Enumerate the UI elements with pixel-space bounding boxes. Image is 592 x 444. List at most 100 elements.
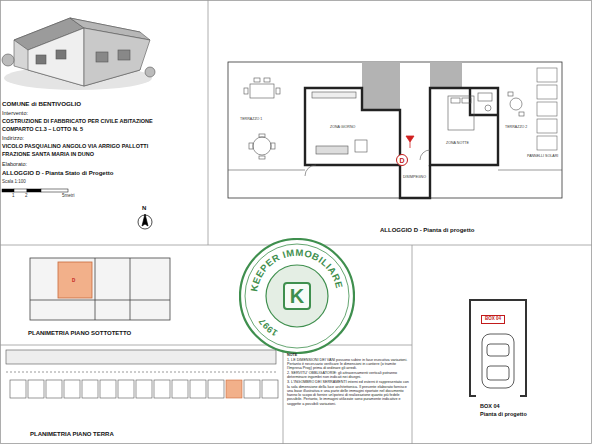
address-text: VICOLO PASQUALINO ANGOLO VIA ARRIGO PALL… xyxy=(2,143,148,149)
floor-plan-part-part xyxy=(537,68,557,82)
floor-plan-part xyxy=(430,62,462,88)
floor-plan-part-part xyxy=(271,143,275,149)
scale-bar xyxy=(2,189,68,192)
attic-plan-part xyxy=(30,258,170,320)
plan-heading: PLANIMETRIA PIANO TERRA xyxy=(30,431,114,438)
garage-plan-part xyxy=(487,344,509,356)
stamp-logo: K xyxy=(283,282,311,310)
project-text: COSTRUZIONE DI FABBRICATO PER CIVILE ABI… xyxy=(2,118,153,124)
ground-plan-part xyxy=(6,372,276,373)
scale-bar-part xyxy=(2,189,14,192)
plan-heading: Pianta di progetto xyxy=(480,411,527,417)
floor-plan-part-part xyxy=(448,96,474,130)
floor-plan-part-part xyxy=(249,143,253,149)
attic-plan-part xyxy=(130,258,131,320)
ground-plan-part-part xyxy=(226,380,242,398)
floor-plan-part-part xyxy=(259,156,265,159)
room-label: ZONA GIORNO xyxy=(330,126,355,130)
floor-plan-part-part xyxy=(264,78,270,82)
scale-text: Scala 1:100 xyxy=(2,180,26,185)
plan-heading: PLANIMETRIA PIANO SOTTOTETTO xyxy=(28,330,131,337)
scale-bar-part xyxy=(27,189,41,192)
floor-plan-part-part xyxy=(451,98,460,103)
ground-plan xyxy=(6,350,278,398)
floor-plan-part-part xyxy=(510,98,522,110)
stamp-ring xyxy=(245,244,349,348)
address-text: FRAZIONE SANTA MARIA IN DUNO xyxy=(2,151,94,157)
north-arrow-part xyxy=(138,215,152,229)
sheet-frame-part xyxy=(0,345,412,346)
room-label: DISIMPEGNO xyxy=(403,176,426,180)
field-label: Elaborato: xyxy=(2,161,27,167)
building-render xyxy=(2,18,155,90)
stamp-ring xyxy=(266,265,328,327)
floor-plan-part-part xyxy=(519,112,524,116)
floor-plan-part-part xyxy=(316,146,348,154)
sheet-frame-part xyxy=(208,0,209,245)
floor-plan-part-part xyxy=(253,137,271,155)
garage-plan-part xyxy=(482,334,514,388)
scale-tick: 5metri xyxy=(62,194,75,199)
attic-plan-part xyxy=(95,258,96,320)
sheet-title: COMUNE di BENTIVOGLIO xyxy=(2,101,81,108)
notes-box: NOTE1. LE DIMENSIONI DEI VANI possono su… xyxy=(287,353,409,406)
stamp-ring xyxy=(240,239,354,353)
floor-plan-part-part xyxy=(478,93,492,101)
ground-plan-part-part xyxy=(244,380,260,398)
building-render-part xyxy=(145,67,155,77)
floor-plan-part-part xyxy=(254,78,260,82)
floor-plan-part-part xyxy=(305,88,400,165)
floor-plan-part xyxy=(228,62,562,198)
scale-bar-part xyxy=(14,189,27,192)
building-render-part xyxy=(2,54,14,66)
ground-plan-part-part xyxy=(46,380,62,398)
floor-plan-part xyxy=(537,68,557,150)
floor-plan-part xyxy=(305,88,498,198)
attic-plan xyxy=(30,258,170,320)
floor-plan-part-part xyxy=(355,140,367,152)
floor-plan-part-part xyxy=(537,102,557,116)
north-arrow xyxy=(138,214,152,229)
floor-plan-part-part xyxy=(537,119,557,133)
ground-plan-part-part xyxy=(100,380,116,398)
notes-item: 1. LE DIMENSIONI DEI VANI possono subire… xyxy=(287,358,409,371)
scale-tick: 2 xyxy=(25,194,28,199)
agency-stamp: KEEPER IMMOBILIARE1997K xyxy=(239,238,355,354)
floor-plan-part-part xyxy=(244,88,248,94)
floor-plan-part-part xyxy=(259,134,265,137)
floor-plan-part-part xyxy=(400,165,430,198)
floor-plan-part-part xyxy=(537,136,557,150)
plan-heading: BOX 04 xyxy=(480,403,500,409)
floor-plan-part-part xyxy=(276,88,280,94)
ground-plan-part xyxy=(6,350,276,364)
plan-heading: ALLOGGIO D - Pianta di progetto xyxy=(380,227,474,234)
room-label: PANNELLI SOLARI xyxy=(527,155,558,159)
floor-plan-part-part xyxy=(305,165,316,176)
building-render-part xyxy=(96,52,108,62)
project-text: COMPARTO C1.3 – LOTTO N. 5 xyxy=(2,126,83,132)
garage-plan-part xyxy=(470,300,526,396)
attic-plan-part xyxy=(58,262,92,298)
unit-letter: D xyxy=(399,157,404,164)
floor-plan-part-part xyxy=(498,170,562,171)
north-label: N xyxy=(142,205,146,212)
garage-plan xyxy=(470,300,526,396)
ground-plan-part-part xyxy=(28,380,44,398)
field-label: Indirizzo: xyxy=(2,135,24,141)
floor-plan-part-part xyxy=(537,85,557,99)
floor-plan-part-part xyxy=(430,88,498,165)
notes-item: 2. SERVITU' OBBLIGATORIE: gli attraversa… xyxy=(287,371,409,380)
garage-tag: BOX 04 xyxy=(481,315,505,324)
ground-plan-part-part xyxy=(208,380,224,398)
floor-plan-part xyxy=(228,78,562,176)
floor-plan-part-part xyxy=(228,170,305,171)
floor-plan-part xyxy=(362,62,400,110)
field-label: Intervento: xyxy=(2,110,28,116)
ground-plan-part-part xyxy=(262,380,278,398)
building-render-part xyxy=(36,55,46,64)
entry-symbol xyxy=(406,136,414,148)
ground-plan-part-part xyxy=(118,380,134,398)
sheet-frame-part xyxy=(283,345,284,444)
